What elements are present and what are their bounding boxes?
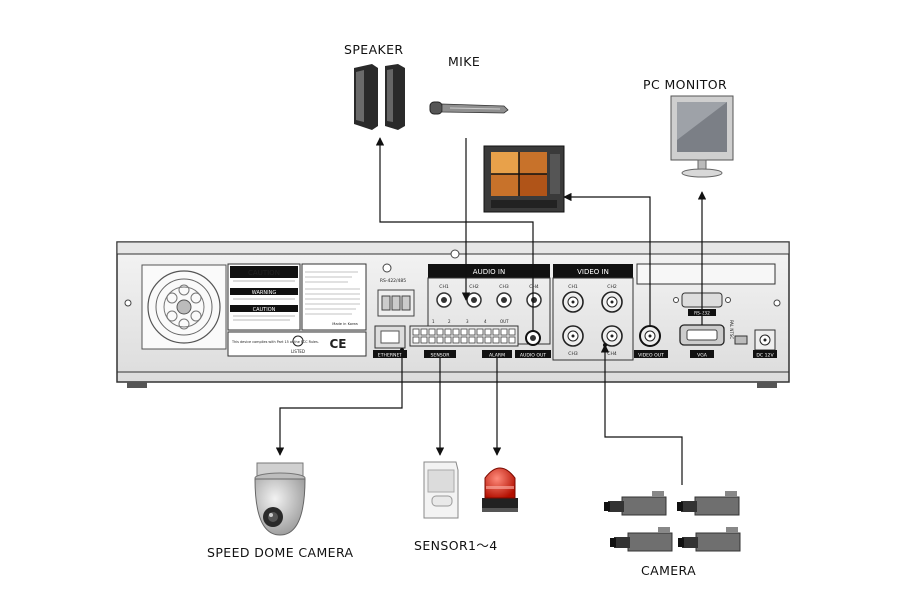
dvr-rear-panel: CAUTION WARNING CAUTION Made in Korea xyxy=(116,241,790,388)
pc-monitor-label: PC MONITOR xyxy=(643,77,728,92)
speed-dome-camera-label: SPEED DOME CAMERA xyxy=(207,545,354,560)
crt-monitor-icon xyxy=(483,145,565,213)
video-in-bnc-ch3[interactable]: CH3 xyxy=(562,325,584,357)
ethernet-port[interactable]: ETHERNET xyxy=(373,325,407,359)
compliance-strip: This device complies with Part 15 of the… xyxy=(227,331,367,357)
svg-text:3: 3 xyxy=(466,319,469,324)
rs422-label: RS-422/485 xyxy=(380,278,406,284)
svg-text:4: 4 xyxy=(484,319,487,324)
alarm-siren-icon xyxy=(482,467,518,512)
ce-mark: CE xyxy=(329,337,346,351)
pc-monitor-icon xyxy=(670,95,734,178)
dc12v-label: DC 12V xyxy=(756,353,774,359)
audio-in-title: AUDIO IN xyxy=(473,268,505,276)
microphone-icon xyxy=(429,101,509,115)
caution-title: CAUTION xyxy=(248,269,280,277)
listed-mark: LISTED xyxy=(291,349,305,354)
caution-label: CAUTION WARNING CAUTION xyxy=(227,263,301,331)
video-out-label: VIDEO OUT xyxy=(638,353,664,359)
dc12v-port[interactable]: DC 12V xyxy=(753,329,777,359)
audio-in-jack-ch2[interactable]: CH2 xyxy=(466,284,482,308)
video-in-title: VIDEO IN xyxy=(577,268,609,276)
warning-title: WARNING xyxy=(252,290,277,296)
mike-label: MIKE xyxy=(448,54,481,69)
expansion-slot xyxy=(636,263,776,285)
speaker-icon xyxy=(354,64,405,130)
svg-text:CH3: CH3 xyxy=(499,284,509,290)
audio-in-jack-ch3[interactable]: CH3 xyxy=(496,284,512,308)
video-in-bnc-ch1[interactable]: CH1 xyxy=(562,284,584,313)
dome-camera-connection-line xyxy=(275,350,403,456)
cooling-fan xyxy=(141,264,227,350)
video-in-bnc-ch2[interactable]: CH2 xyxy=(601,284,623,313)
speed-dome-camera-icon xyxy=(254,462,306,536)
audio-out-label: AUDIO OUT xyxy=(520,353,546,359)
rs422-port[interactable]: RS-422/485 xyxy=(377,263,415,317)
svg-text:2: 2 xyxy=(448,319,451,324)
svg-text:OUT: OUT xyxy=(500,319,509,324)
audio-out-jack[interactable]: AUDIO OUT xyxy=(515,330,551,359)
camera-connection-line xyxy=(600,344,683,485)
pal-ntsc-switch[interactable]: PAL NTSC xyxy=(729,320,748,345)
box-cameras-icon xyxy=(604,491,741,552)
caution2-title: CAUTION xyxy=(253,307,276,313)
svg-text:CH1: CH1 xyxy=(439,284,449,290)
fcc-note: This device complies with Part 15 of the… xyxy=(231,340,319,344)
vga-port[interactable]: VGA xyxy=(679,324,725,359)
spec-sticker: Made in Korea xyxy=(301,263,367,331)
pal-ntsc-label: PAL NTSC xyxy=(729,320,734,339)
svg-text:CH4: CH4 xyxy=(529,284,539,290)
sensor-port-label: SENSOR xyxy=(431,353,451,359)
video-in-block: VIDEO IN CH1 CH2 CH3 CH4 xyxy=(552,264,634,361)
video-in-bnc-ch4[interactable]: CH4 xyxy=(601,325,623,357)
svg-text:CH4: CH4 xyxy=(607,351,617,357)
svg-text:CH2: CH2 xyxy=(469,284,479,290)
motion-sensor-icon xyxy=(423,461,459,519)
video-in-line-dot xyxy=(603,343,607,347)
made-in-text: Made in Korea xyxy=(332,322,358,326)
sensor-label: SENSOR1～4 xyxy=(414,538,498,553)
svg-text:CH2: CH2 xyxy=(607,284,617,290)
alarm-port-label: ALARM xyxy=(489,353,505,359)
ethernet-line-dot xyxy=(400,348,404,352)
camera-label: CAMERA xyxy=(641,563,697,578)
svg-text:1: 1 xyxy=(432,319,435,324)
ethernet-label: ETHERNET xyxy=(378,353,403,359)
terminal-block[interactable]: 1 2 3 4 OUT SENSOR ALARM xyxy=(409,319,519,359)
connection-lines xyxy=(275,137,707,485)
speaker-label: SPEAKER xyxy=(344,42,404,57)
svg-text:CH3: CH3 xyxy=(568,351,578,357)
monitor-connection-line xyxy=(563,192,651,326)
speaker-connection-line xyxy=(375,137,534,331)
svg-text:CH1: CH1 xyxy=(568,284,578,290)
video-out-bnc[interactable]: VIDEO OUT xyxy=(634,325,668,359)
audio-in-jack-ch1[interactable]: CH1 xyxy=(436,284,452,308)
vga-label: VGA xyxy=(697,353,708,359)
